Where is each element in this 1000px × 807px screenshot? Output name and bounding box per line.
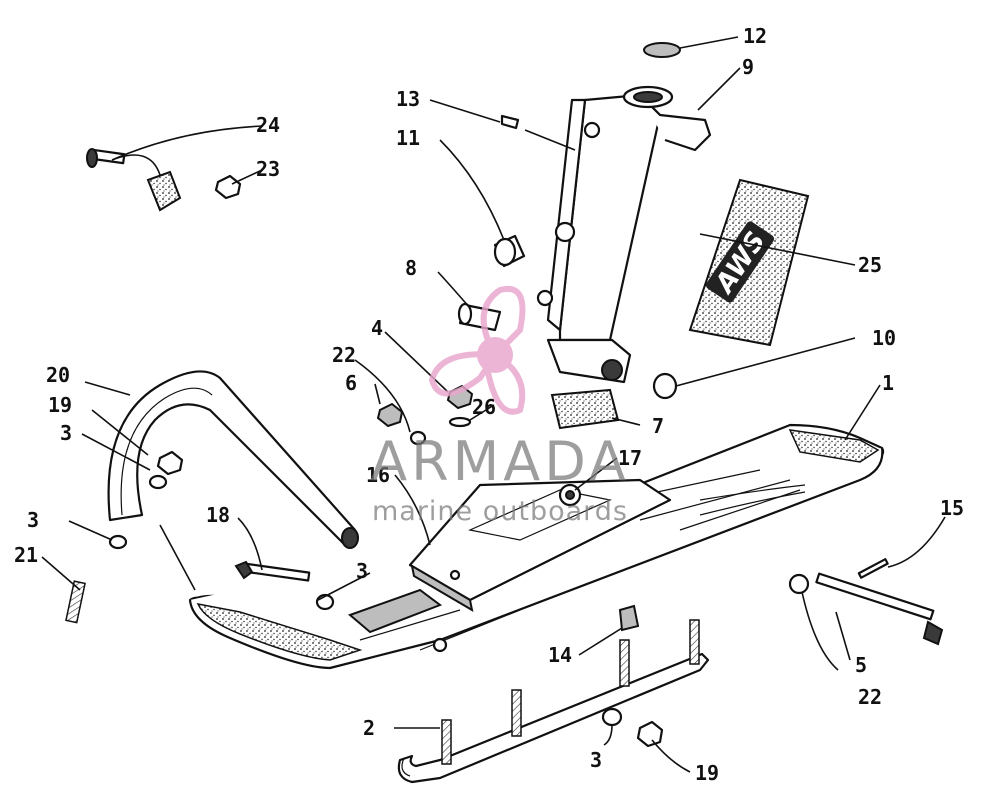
ski-loop-handle — [107, 370, 359, 549]
callout-8: 8 — [405, 256, 417, 280]
callout-18: 18 — [206, 503, 230, 527]
callout-16: 16 — [366, 463, 390, 487]
callout-24: 24 — [256, 113, 280, 137]
watermark-tagline: marine outboards — [372, 496, 628, 527]
callout-labels: 1 2 3 3 3 3 4 5 6 7 8 9 10 11 12 13 14 1… — [14, 24, 964, 785]
callout-2: 2 — [363, 716, 375, 740]
callout-1: 1 — [882, 371, 894, 395]
callout-12: 12 — [743, 24, 767, 48]
callout-9: 9 — [742, 55, 754, 79]
callout-5: 5 — [855, 653, 867, 677]
leader-lines — [41, 36, 946, 773]
wear-bar — [397, 619, 710, 784]
callout-22-left: 22 — [332, 343, 356, 367]
callout-4: 4 — [371, 316, 383, 340]
callout-25: 25 — [858, 253, 882, 277]
callout-3-handle: 3 — [60, 421, 72, 445]
propeller-logo-icon — [428, 285, 526, 415]
callout-3-bottom: 3 — [590, 748, 602, 772]
callout-13: 13 — [396, 87, 420, 111]
callout-11: 11 — [396, 126, 420, 150]
callout-7: 7 — [652, 414, 664, 438]
callout-19-bottom: 19 — [695, 761, 719, 785]
callout-15: 15 — [940, 496, 964, 520]
watermark-brand: ARMADA — [370, 430, 630, 493]
aws-decal: AWS — [688, 178, 810, 347]
callout-22-right: 22 — [858, 685, 882, 709]
callout-17: 17 — [618, 446, 642, 470]
callout-21: 21 — [14, 543, 38, 567]
callout-20: 20 — [46, 363, 70, 387]
callout-3-left: 3 — [27, 508, 39, 532]
spindle-housing — [536, 85, 712, 384]
callout-6: 6 — [345, 371, 357, 395]
watermark: ARMADA marine outboards — [370, 285, 630, 527]
small-parts — [65, 42, 944, 748]
callout-14: 14 — [548, 643, 572, 667]
callout-26: 26 — [472, 395, 496, 419]
callout-10: 10 — [872, 326, 896, 350]
callout-3-right: 3 — [356, 559, 368, 583]
callout-23: 23 — [256, 157, 280, 181]
callout-19-handle: 19 — [48, 393, 72, 417]
